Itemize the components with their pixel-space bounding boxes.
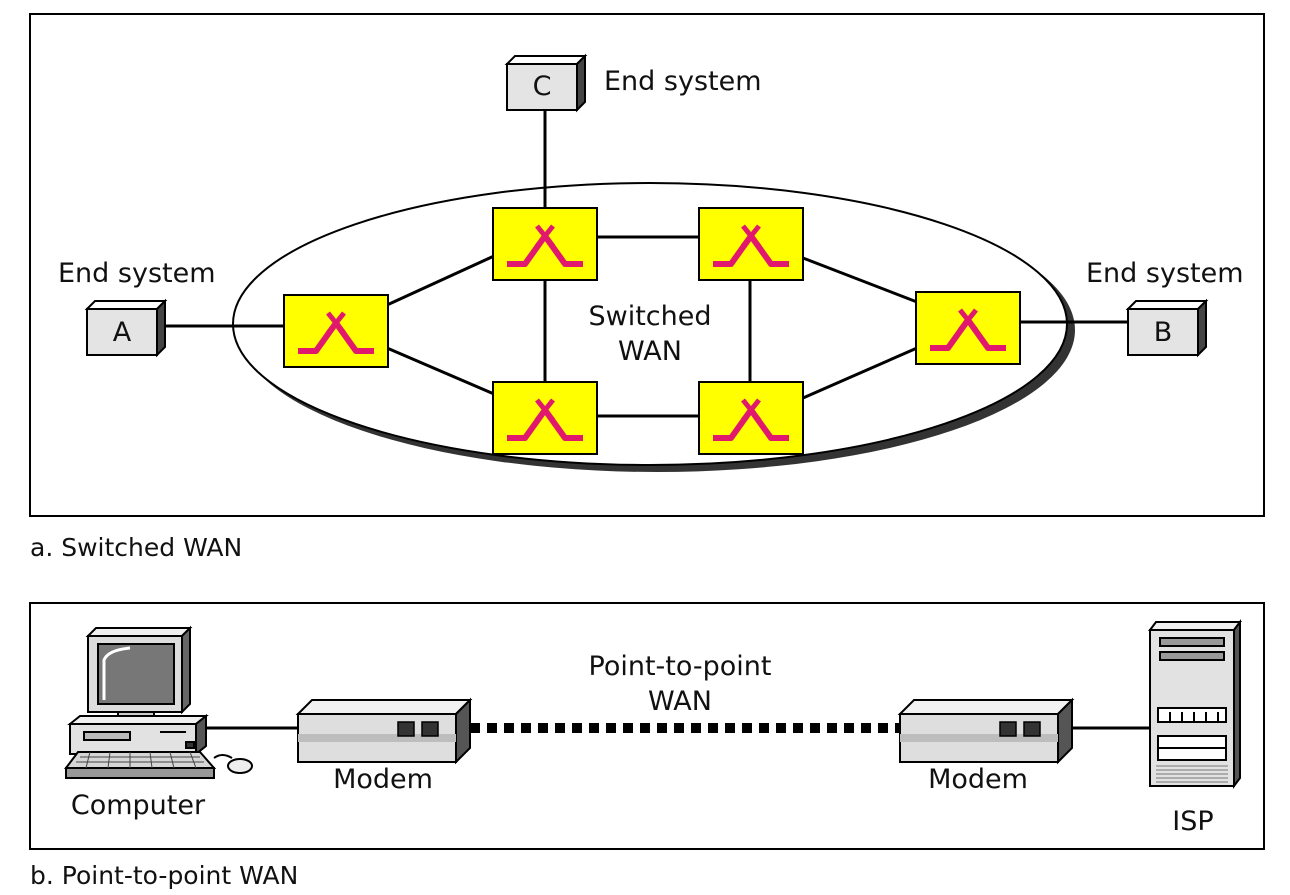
node-label-c: C — [533, 71, 552, 102]
end-system-c: C — [506, 55, 586, 111]
keyboard-keys — [76, 751, 204, 769]
link-label-line2: WAN — [648, 686, 712, 717]
switch-bottom-right — [699, 382, 803, 454]
caption-a: a. Switched WAN — [30, 533, 242, 562]
isp-server-icon — [1148, 619, 1242, 789]
switched-wan-cloud — [232, 182, 1068, 466]
node-label-b: B — [1154, 317, 1173, 348]
panel-b-frame — [29, 602, 1265, 850]
switch-left — [284, 295, 388, 367]
switch-top-left — [493, 208, 597, 280]
computer-label: Computer — [71, 790, 206, 821]
switch-right — [916, 292, 1020, 364]
caption-b: b. Point-to-point WAN — [30, 861, 298, 890]
network-label-line2: WAN — [618, 336, 682, 367]
end-system-b-label: End system — [1086, 258, 1244, 289]
modem-right-label: Modem — [928, 764, 1028, 795]
modem-right-icon — [899, 699, 1073, 763]
end-system-a-label: End system — [58, 258, 216, 289]
node-label-a: A — [113, 317, 132, 348]
modem-left-icon — [297, 699, 471, 763]
modem-left-label: Modem — [333, 764, 433, 795]
end-system-c-label: End system — [604, 66, 762, 97]
end-system-b: B — [1127, 300, 1207, 356]
network-label-line1: Switched — [588, 301, 711, 332]
network-links — [165, 108, 1128, 418]
switch-top-right — [699, 208, 803, 280]
end-system-a: A — [86, 300, 166, 356]
switch-bottom-left — [493, 382, 597, 454]
panel-a-frame — [29, 13, 1265, 517]
computer-icon — [64, 625, 253, 779]
link-label-line1: Point-to-point — [589, 651, 772, 682]
isp-label: ISP — [1172, 806, 1213, 837]
